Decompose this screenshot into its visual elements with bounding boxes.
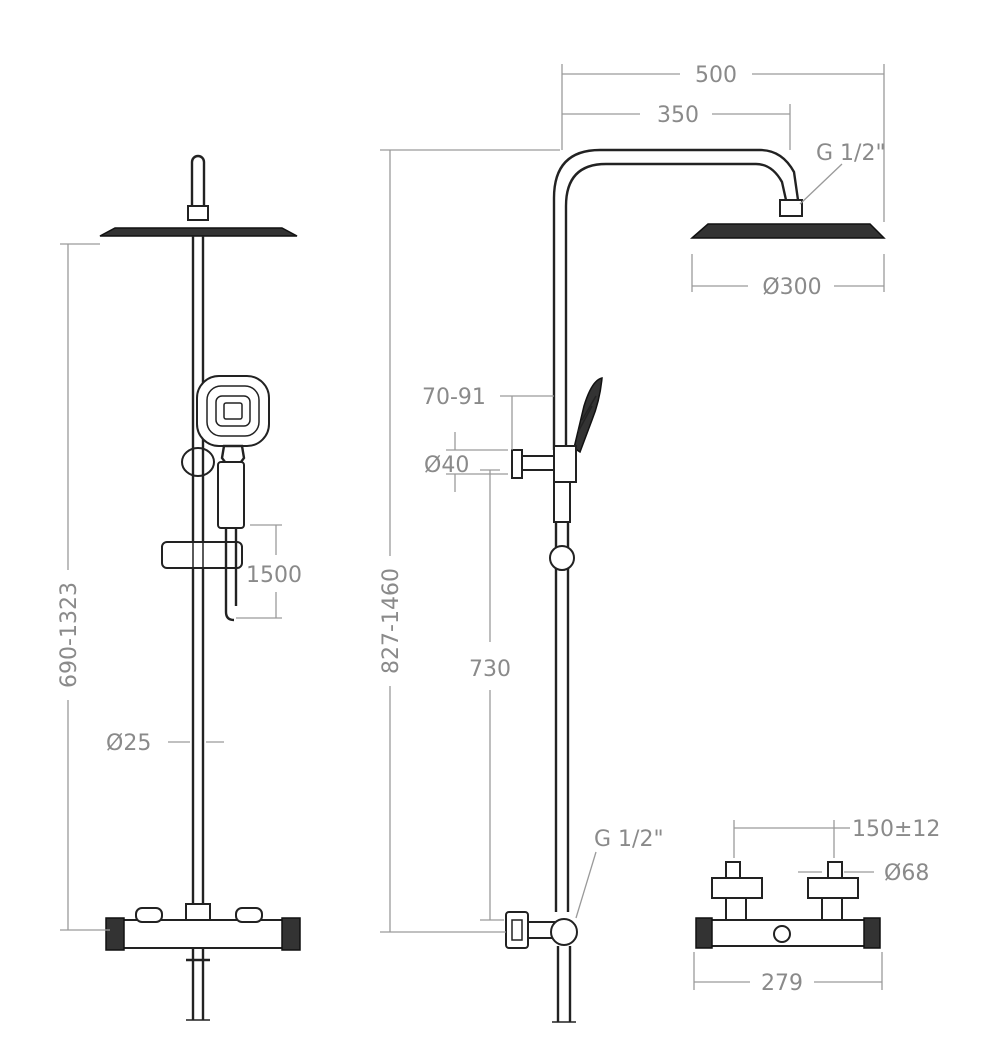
side-mixer — [505, 911, 578, 1023]
front-mixer — [105, 903, 301, 1021]
dim-front-height: 690-1323 — [57, 243, 110, 931]
dim-front-hose: 1500 — [236, 524, 302, 619]
label-side-holder-dia: Ø40 — [424, 453, 469, 478]
dim-mixer-width: 279 — [693, 952, 883, 996]
side-rain-head — [690, 223, 886, 239]
label-mixer-width: 279 — [761, 971, 803, 996]
label-side-mixer-thread: G 1/2" — [594, 827, 664, 852]
dim-side-head-dia: Ø300 — [691, 254, 885, 300]
label-side-total-height: 827-1460 — [379, 568, 404, 674]
dim-side-holder-depth: 70-91 — [422, 385, 554, 450]
front-view: 690-1323 1500 Ø25 — [57, 154, 302, 1021]
label-mixer-outlet-dia: Ø68 — [884, 861, 929, 886]
dim-mixer-centers: 150±12 — [733, 817, 940, 858]
dim-side-holder-height: 730 — [469, 469, 511, 921]
side-holder-bracket — [511, 449, 523, 479]
mixer-detail: 150±12 Ø68 279 — [693, 817, 940, 996]
label-side-arm-width: 500 — [695, 63, 737, 88]
dim-side-mixer-thread: G 1/2" — [575, 827, 664, 919]
hand-shower — [196, 375, 270, 529]
dim-side-500: 500 — [561, 63, 885, 222]
label-side-head-thread: G 1/2" — [816, 141, 886, 166]
label-side-holder-height: 730 — [469, 657, 511, 682]
riser-bracket — [181, 447, 215, 477]
label-side-head-dia: Ø300 — [762, 275, 821, 300]
label-front-height: 690-1323 — [57, 582, 82, 688]
dim-mixer-outlet-dia: Ø68 — [798, 861, 929, 886]
dim-side-total-height: 827-1460 — [379, 149, 560, 933]
label-side-arm-offset: 350 — [657, 103, 699, 128]
slide-holder — [161, 541, 243, 569]
label-front-pipe-dia: Ø25 — [106, 731, 151, 756]
mixer-outlet — [773, 925, 791, 943]
dim-side-350: 350 — [562, 103, 791, 150]
side-view: 500 350 G 1/2" Ø300 827-1460 — [379, 63, 886, 1023]
label-front-hose: 1500 — [246, 563, 302, 588]
label-side-holder-depth: 70-91 — [422, 385, 486, 410]
side-slide-knob — [549, 545, 575, 571]
rain-shower-head — [99, 227, 298, 237]
dim-side-holder-dia: Ø40 — [424, 432, 508, 492]
side-hand-shower — [573, 377, 603, 454]
label-mixer-centers: 150±12 — [852, 817, 940, 842]
dim-side-head-thread: G 1/2" — [799, 141, 886, 205]
dim-front-pipe-dia: Ø25 — [106, 731, 224, 756]
